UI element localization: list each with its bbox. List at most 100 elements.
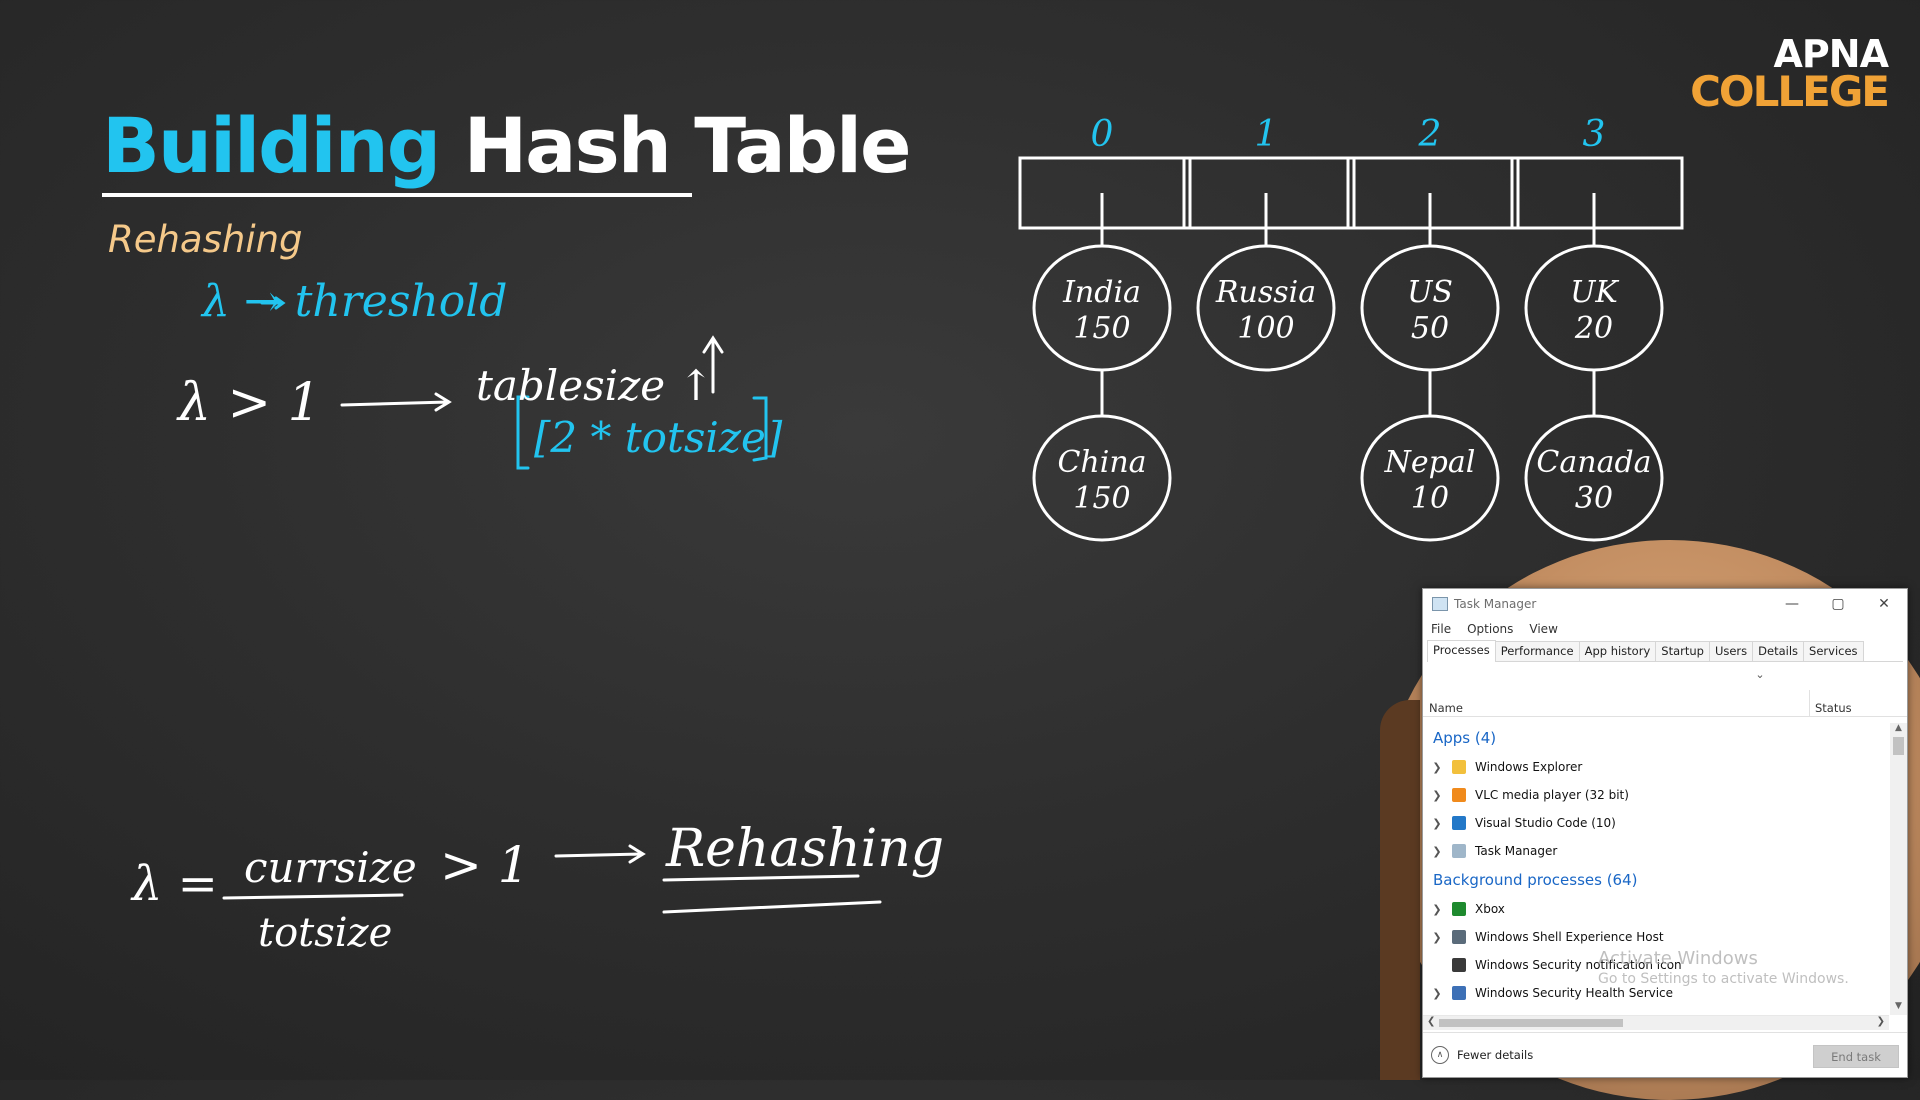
- watermark-line2: Go to Settings to activate Windows.: [1598, 971, 1849, 987]
- h-scroll-thumb[interactable]: [1439, 1019, 1623, 1027]
- logo-line1: APNA: [1773, 32, 1889, 76]
- vlc-icon: [1452, 788, 1466, 802]
- node-key: Canada: [1536, 445, 1651, 480]
- node-value: 20: [1574, 311, 1613, 346]
- chain-node: [1196, 244, 1336, 372]
- menu-file[interactable]: File: [1431, 622, 1452, 636]
- bucket-index: 3: [1583, 114, 1606, 155]
- task-manager-icon: [1432, 597, 1448, 611]
- chevron-up-icon[interactable]: ∧: [1431, 1046, 1449, 1064]
- node-value: 150: [1073, 481, 1130, 516]
- process-name: VLC media player (32 bit): [1475, 788, 1629, 802]
- close-button[interactable]: ✕: [1878, 596, 1890, 612]
- chain-node: [1032, 414, 1172, 542]
- node-value: 30: [1575, 481, 1613, 516]
- title-part1: Building: [102, 101, 441, 190]
- bucket-index: 0: [1091, 114, 1114, 155]
- tab-performance[interactable]: Performance: [1494, 641, 1580, 661]
- formula-result: Rehashing: [665, 819, 944, 879]
- vscode-icon: [1452, 816, 1466, 830]
- tab-startup[interactable]: Startup: [1655, 641, 1710, 661]
- bucket-index: 2: [1418, 114, 1442, 155]
- scroll-thumb[interactable]: [1893, 737, 1904, 755]
- window-icon: [1452, 930, 1466, 944]
- chevron-right-icon[interactable]: ❯: [1432, 844, 1442, 858]
- process-row[interactable]: Windows Security notification icon: [1423, 951, 1889, 979]
- process-group-header[interactable]: Apps (4): [1433, 729, 1497, 747]
- tab-services[interactable]: Services: [1803, 641, 1864, 661]
- node-value: 100: [1237, 311, 1294, 346]
- hash-table-row: [1018, 156, 1684, 230]
- node-key: India: [1062, 275, 1141, 310]
- chevron-down-icon[interactable]: ⌄: [1755, 668, 1765, 681]
- horizontal-scrollbar[interactable]: ❮ ❯: [1423, 1015, 1889, 1030]
- formula-lhs: λ =: [130, 856, 218, 912]
- scroll-up-icon[interactable]: ▲: [1895, 723, 1902, 733]
- formula-numerator: currsize: [244, 843, 417, 892]
- node-key: US: [1407, 275, 1453, 310]
- process-row[interactable]: ❯ VLC media player (32 bit): [1423, 781, 1889, 809]
- tab-app-history[interactable]: App history: [1578, 641, 1657, 661]
- tab-details[interactable]: Details: [1752, 641, 1805, 661]
- tm-column-header: Name Status: [1423, 690, 1907, 717]
- process-row[interactable]: ❯ Task Manager: [1423, 837, 1889, 865]
- process-row[interactable]: ❯ Windows Shell Experience Host: [1423, 923, 1889, 951]
- node-key: Nepal: [1384, 445, 1476, 480]
- slide-subtitle: Rehashing: [108, 218, 303, 261]
- logo-line2: COLLEGE: [1690, 67, 1890, 117]
- minimize-button[interactable]: —: [1785, 596, 1799, 612]
- process-group-header[interactable]: Background processes (64): [1433, 871, 1638, 889]
- folder-icon: [1452, 760, 1466, 774]
- tm-tabs: Processes Performance App history Startu…: [1427, 639, 1903, 662]
- menu-view[interactable]: View: [1529, 622, 1558, 636]
- process-name: Windows Shell Experience Host: [1475, 930, 1664, 944]
- scroll-right-icon[interactable]: ❯: [1876, 1016, 1885, 1027]
- process-name: Windows Security Health Service: [1475, 986, 1674, 1000]
- node-value: 150: [1073, 311, 1130, 346]
- process-name: Visual Studio Code (10): [1475, 816, 1616, 830]
- process-row[interactable]: ❯ Windows Explorer: [1423, 753, 1889, 781]
- tm-title: Task Manager: [1454, 597, 1537, 611]
- title-underline: [102, 193, 692, 197]
- chevron-right-icon[interactable]: ❯: [1432, 816, 1442, 830]
- process-name: Windows Explorer: [1475, 760, 1583, 774]
- process-row[interactable]: ❯ Windows Security Health Service: [1423, 979, 1889, 1007]
- chevron-right-icon[interactable]: ❯: [1432, 930, 1442, 944]
- column-status[interactable]: Status: [1815, 701, 1852, 715]
- task-manager-icon: [1452, 844, 1466, 858]
- node-key: Russia: [1215, 275, 1316, 310]
- process-row[interactable]: ❯ Visual Studio Code (10): [1423, 809, 1889, 837]
- process-name: Task Manager: [1475, 844, 1558, 858]
- process-name: Windows Security notification icon: [1475, 958, 1682, 972]
- task-manager-window[interactable]: Task Manager — ▢ ✕ File Options View Pro…: [1422, 588, 1908, 1078]
- fewer-details-link[interactable]: Fewer details: [1457, 1048, 1534, 1062]
- node-key: UK: [1570, 275, 1619, 310]
- chevron-right-icon[interactable]: ❯: [1432, 986, 1442, 1000]
- lambda-definition: λ → threshold: [200, 276, 507, 327]
- chevron-right-icon[interactable]: ❯: [1432, 902, 1442, 916]
- watermark-line1: Activate Windows: [1598, 948, 1758, 969]
- chevron-right-icon[interactable]: ❯: [1432, 788, 1442, 802]
- end-task-button[interactable]: End task: [1813, 1045, 1899, 1068]
- rule-formula: [2 * totsize]: [534, 413, 783, 462]
- column-name[interactable]: Name: [1429, 701, 1463, 715]
- chain-node: [1360, 414, 1500, 542]
- menu-options[interactable]: Options: [1467, 622, 1514, 636]
- tm-titlebar[interactable]: Task Manager — ▢ ✕: [1423, 589, 1907, 619]
- tab-processes[interactable]: Processes: [1427, 640, 1496, 662]
- chain-node: [1524, 414, 1664, 542]
- window-icon: [1452, 986, 1466, 1000]
- scroll-down-icon[interactable]: ▼: [1895, 1001, 1902, 1011]
- vertical-scrollbar[interactable]: ▲ ▼: [1890, 723, 1907, 1015]
- process-row[interactable]: ❯Xbox: [1423, 895, 1889, 923]
- column-divider[interactable]: [1809, 690, 1810, 716]
- chevron-right-icon[interactable]: ❯: [1432, 760, 1442, 774]
- scroll-left-icon[interactable]: ❮: [1427, 1016, 1436, 1027]
- node-key: China: [1057, 445, 1146, 480]
- tab-users[interactable]: Users: [1708, 641, 1754, 661]
- process-list: Apps (4) ❯ Windows Explorer ❯ VLC media play…: [1423, 723, 1889, 1015]
- maximize-button[interactable]: ▢: [1831, 596, 1845, 612]
